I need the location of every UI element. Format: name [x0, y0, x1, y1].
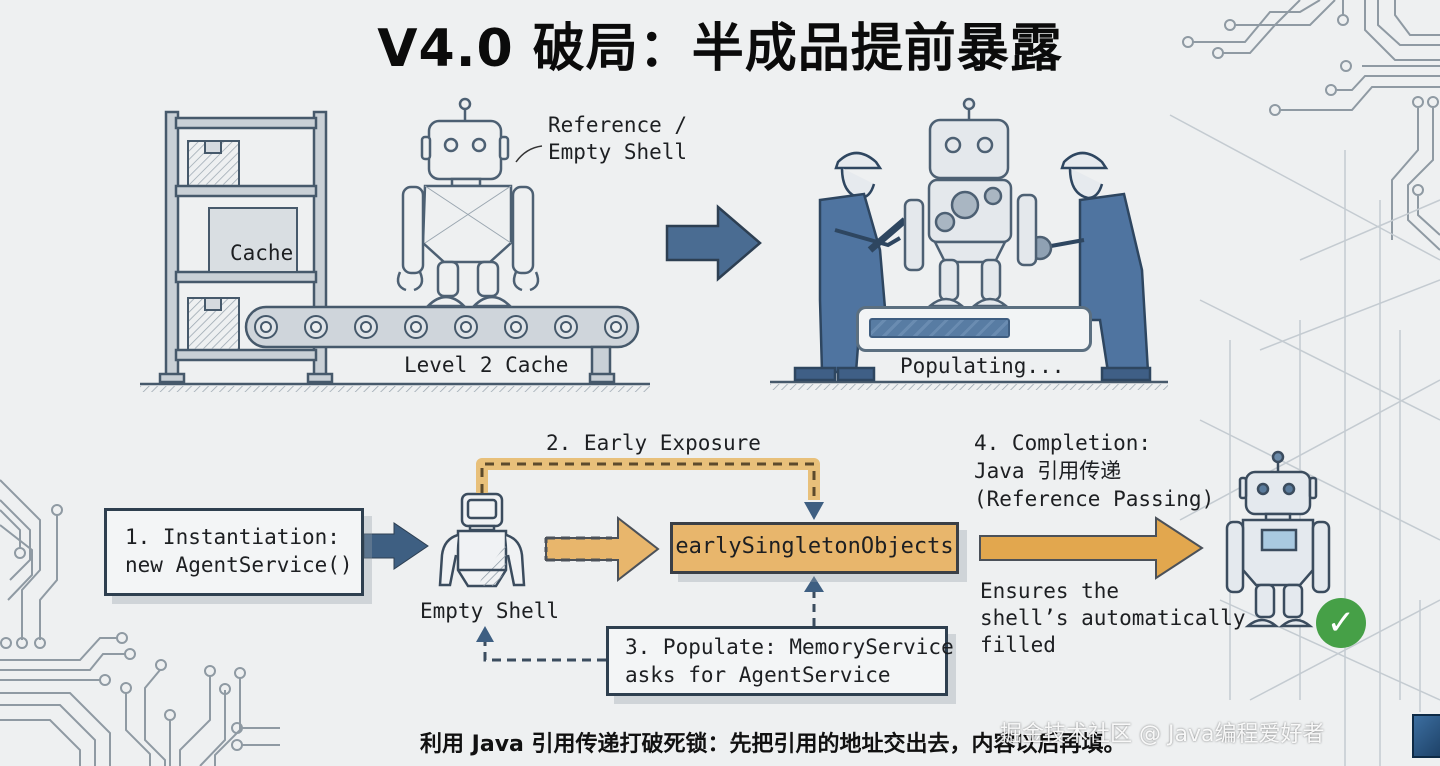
circuit-traces-bottom-left	[0, 479, 280, 766]
checkmark-icon: ✓	[1316, 598, 1366, 648]
step4-note-line2: shell’s automatically	[980, 606, 1246, 630]
circuit-traces-top-right	[1182, 0, 1440, 251]
conveyor-label: Level 2 Cache	[404, 353, 569, 377]
completed-robot	[1225, 450, 1331, 628]
early-singleton-objects-label: earlySingletonObjects	[675, 534, 954, 559]
step4-note-line3: filled	[980, 633, 1056, 657]
conveyor-roller	[310, 321, 322, 333]
conveyor-roller	[510, 321, 522, 333]
populating-label: Populating...	[900, 354, 1065, 378]
transition-arrow	[665, 204, 762, 282]
conveyor-roller	[410, 321, 422, 333]
empty-shell-robot	[438, 492, 526, 588]
step3-line1: 3. Populate: MemoryService	[625, 635, 954, 659]
watermark: 掘金技术社区 @ Java编程爱好者	[1000, 722, 1325, 747]
conveyor-rollers	[254, 315, 628, 339]
page-title: V4.0 破局：半成品提前暴露	[377, 19, 1063, 79]
step1-line2: new AgentService()	[125, 553, 353, 577]
worker-left	[793, 151, 908, 382]
step4-note-line1: Ensures the	[980, 579, 1120, 603]
step1-instantiation-box: 1. Instantiation: new AgentService()	[104, 508, 364, 596]
conveyor-roller	[260, 321, 272, 333]
early-singleton-objects-box: earlySingletonObjects	[670, 522, 959, 574]
cache-box-label: Cache	[230, 241, 294, 265]
step4-line2: Java 引用传递	[974, 459, 1122, 483]
populate-request-path	[476, 576, 824, 662]
instantiate-arrow	[363, 522, 429, 570]
conveyor-roller	[560, 321, 572, 333]
progress-fill	[869, 318, 1010, 338]
conveyor-belt	[244, 305, 640, 384]
step3-line2: asks for AgentService	[625, 663, 891, 687]
step2-early-exposure-label: 2. Early Exposure	[546, 431, 761, 455]
floor-hatch-right	[770, 384, 1168, 390]
robot-callout-label: Reference / Empty Shell	[548, 113, 688, 164]
robot-being-assembled	[903, 97, 1053, 308]
robot-wireframe	[396, 97, 540, 308]
corner-logo-icon	[1412, 714, 1440, 758]
conveyor-roller	[360, 321, 372, 333]
step4-line3: (Reference Passing)	[974, 487, 1215, 511]
bottom-caption: 利用 Java 引用传递打破死锁：先把引用的地址交出去，内容以后再填。	[420, 732, 1126, 757]
worker-right	[1039, 151, 1152, 382]
step1-line1: 1. Instantiation:	[125, 525, 340, 549]
expose-arrow	[544, 515, 660, 583]
early-exposure-path	[476, 458, 824, 520]
floor-hatch	[140, 386, 650, 392]
step3-populate-box: 3. Populate: MemoryService asks for Agen…	[606, 626, 954, 696]
conveyor-roller	[460, 321, 472, 333]
completion-arrow	[979, 516, 1204, 580]
callout-line	[515, 145, 543, 163]
empty-shell-label: Empty Shell	[420, 599, 560, 623]
storage-shelf	[158, 110, 334, 384]
blueprint-lines	[1169, 114, 1440, 766]
populating-progress-bar	[856, 306, 1092, 352]
step4-line1: 4. Completion:	[974, 431, 1152, 455]
conveyor-roller	[610, 321, 622, 333]
shelf-boxes	[187, 140, 298, 351]
